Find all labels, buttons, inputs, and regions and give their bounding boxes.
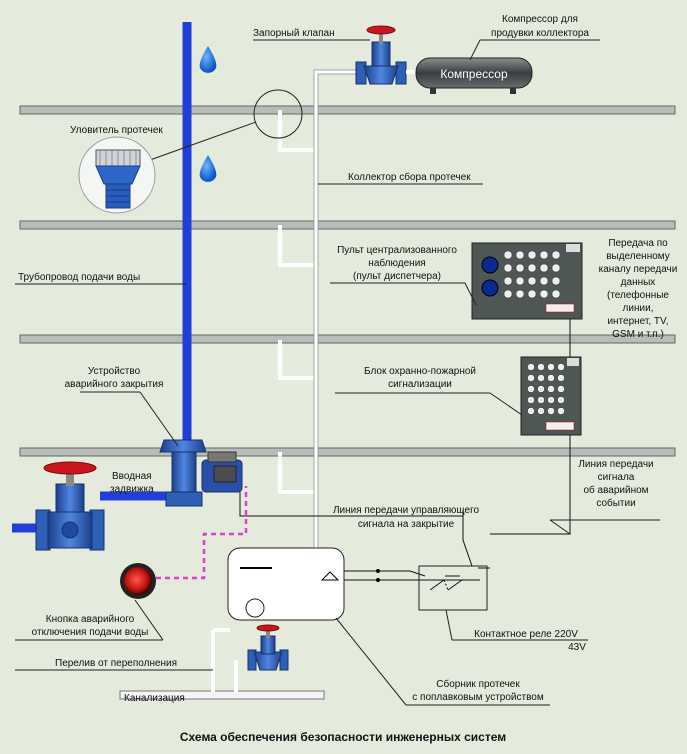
label-transmit-5: (телефонные [607,289,669,301]
label-transmit-6: линии, [623,303,654,314]
emergency-stop-button-icon [120,563,156,599]
leader-line [149,121,257,161]
label-control-line-1: Линия передачи управляющего [333,505,480,516]
label-signal-line-4: событии [596,497,635,509]
label-alarm-unit-2: сигнализации [388,379,452,390]
label-compressor-desc-2: продувки коллектора [491,28,589,39]
label-overflow: Перелив от переполнения [55,658,177,669]
compressor-icon: Компрессор [406,57,533,94]
leak-collector-tank-icon [227,547,380,621]
label-collector-tank-2: с поплавковым устройством [412,692,544,703]
label-emergency-button-2: отключения подачи воды [32,627,149,638]
floor-slabs [19,105,676,457]
sewer-pipe [119,690,325,700]
alarm-unit-icon [520,356,582,436]
leak-collector-pipe [211,70,360,692]
label-relay-1: Контактное реле 220V [474,629,578,640]
label-console-2: наблюдения [368,257,425,269]
label-transmit-2: выделенному [606,251,670,262]
label-collector-tank-1: Сборник протечек [436,678,520,690]
label-compressor-desc-1: Компрессор для [502,14,578,25]
drain-valve-icon [247,624,289,671]
compressor-name: Компрессор [440,67,508,81]
label-relay-2: 43V [568,642,586,653]
label-emergency-button-1: Кнопка аварийного [46,614,135,625]
label-emergency-device-1: Устройство [88,366,141,377]
shutoff-valve-icon [355,25,407,85]
label-console-3: (пульт диспетчера) [353,271,441,282]
label-emergency-device-2: аварийного закрытия [65,379,164,390]
diagram-title: Схема обеспечения безопасности инженерны… [180,730,506,744]
inlet-gate-valve-icon [35,461,105,551]
leak-collector-pipe-outline [313,69,360,548]
label-signal-line-2: сигнала [598,472,635,483]
dispatcher-console-icon [471,242,583,320]
label-console-1: Пульт централизованного [337,245,457,256]
control-line-dashed [156,486,248,580]
label-transmit-4: данных [621,277,656,288]
water-drop-icon [199,155,217,182]
label-leak-trap: Уловитель протечек [70,125,163,136]
leader-lines [15,39,660,706]
label-water-pipeline: Трубопровод подачи воды [18,271,140,283]
label-signal-line-3: об аварийном [583,484,648,496]
emergency-closure-device-icon [159,439,243,507]
label-inlet-valve-1: Вводная [112,471,152,482]
label-leak-collector: Коллектор сбора протечек [348,171,471,183]
leak-trap-icon [78,136,156,214]
leak-trap-zoom-circle [253,89,303,139]
label-transmit-8: GSM и т.п.) [612,329,664,340]
label-inlet-valve-2: задвижка [110,484,154,495]
label-sewer: Канализация [124,693,185,704]
label-transmit-1: Передача по [608,238,668,249]
label-control-line-2: сигнала на закрытие [358,519,455,530]
contact-relay-icon [418,565,488,611]
label-shutoff-valve: Запорный клапан [253,28,335,39]
label-signal-line-1: Линия передачи [578,459,653,470]
label-transmit-7: интернет, TV, [607,316,668,327]
label-alarm-unit-1: Блок охранно-пожарной [364,366,476,377]
label-transmit-3: каналу передачи [599,264,678,275]
water-drop-icon [199,46,217,73]
